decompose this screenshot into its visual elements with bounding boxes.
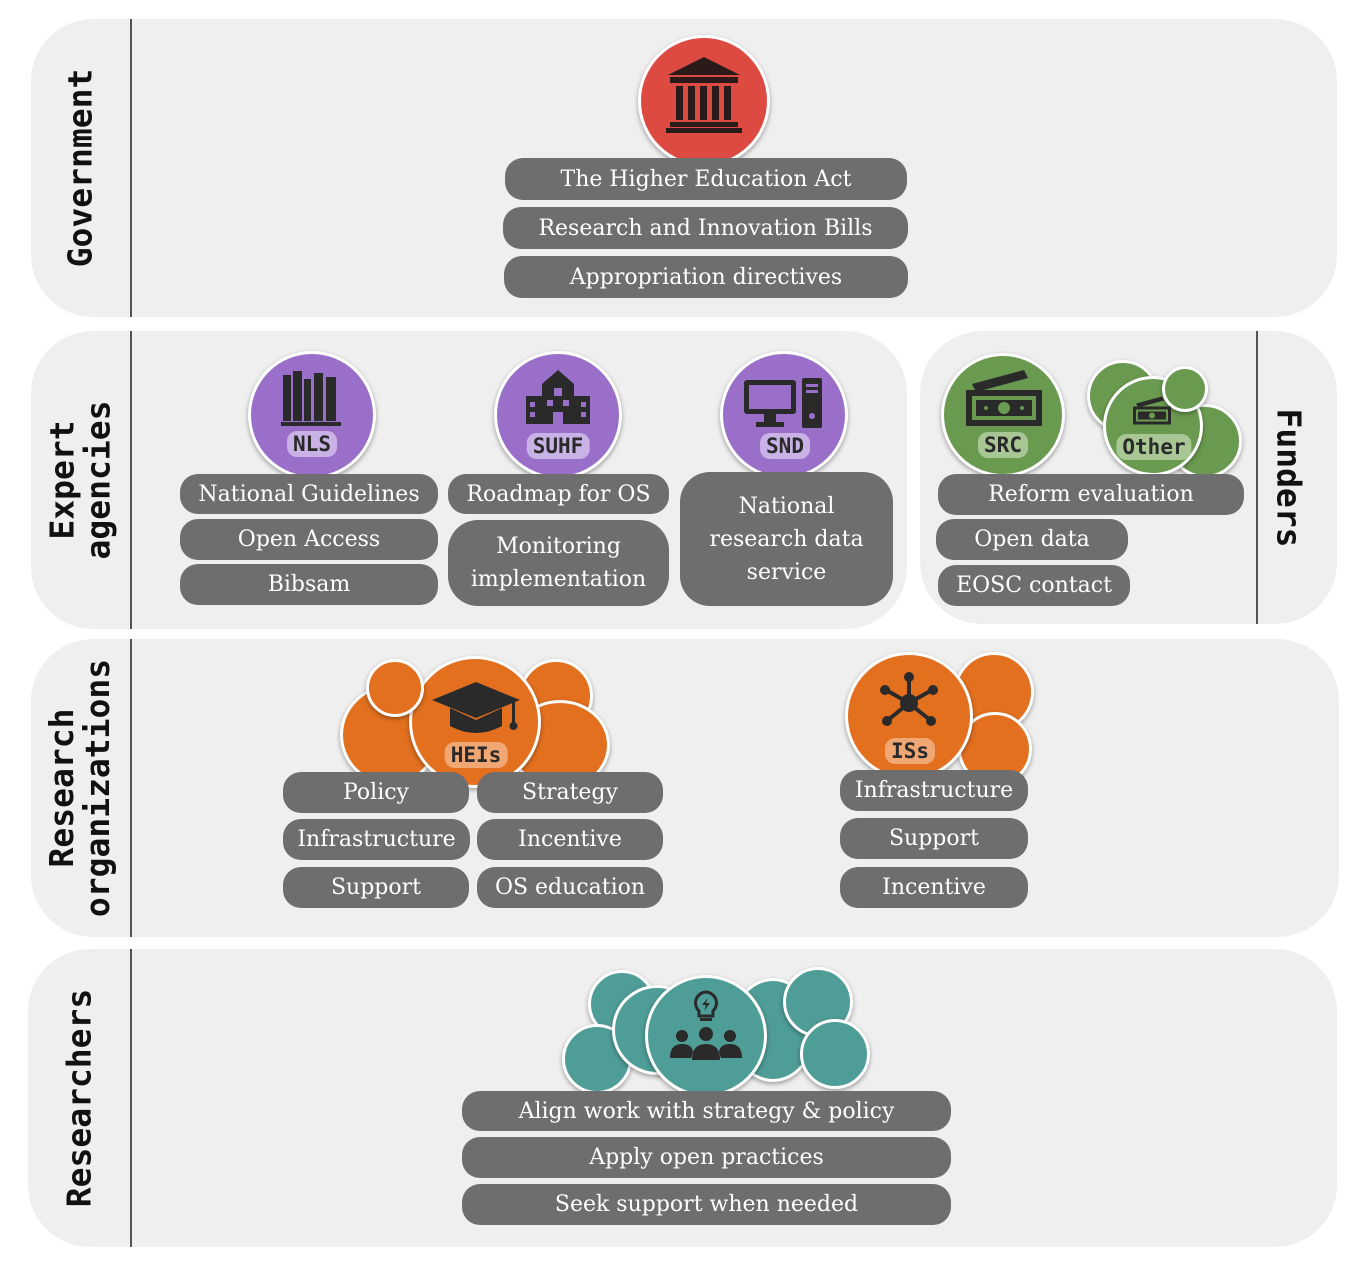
heis-item-incentive: Incentive	[477, 819, 663, 860]
nls-badge: NLS	[287, 431, 337, 457]
funders-item-reform-evaluation: Reform evaluation	[938, 474, 1244, 515]
suhf-item-roadmap-for-os: Roadmap for OS	[448, 474, 669, 514]
network-hub-icon	[880, 672, 938, 726]
suhf-badge: SUHF	[526, 433, 590, 459]
researchers-label: Researchers	[59, 988, 99, 1208]
research-organizations-label: Research organizations	[42, 658, 118, 918]
government-label: Government	[60, 68, 100, 268]
gov-item-higher-education-act: The Higher Education Act	[505, 158, 907, 200]
iss-item-incentive: Incentive	[840, 867, 1028, 908]
heis-item-strategy: Strategy	[477, 772, 663, 813]
nls-circle	[248, 351, 376, 479]
expert-agencies-divider	[130, 331, 132, 629]
computer-icon	[744, 378, 822, 428]
researchers-item-apply-open-practices: Apply open practices	[462, 1137, 951, 1178]
other-money-icon	[1133, 396, 1171, 425]
snd-badge: SND	[760, 433, 810, 459]
iss-item-support: Support	[840, 818, 1028, 859]
iss-badge: ISs	[885, 738, 935, 764]
heis-bubble-small	[366, 659, 424, 717]
research-organizations-divider	[130, 639, 132, 937]
researchers-item-align-work: Align work with strategy & policy	[462, 1091, 951, 1131]
funders-item-eosc-contact: EOSC contact	[938, 565, 1130, 606]
funders-item-open-data: Open data	[936, 519, 1128, 560]
src-badge: SRC	[978, 432, 1028, 458]
funders-label-box: Funders	[1258, 331, 1320, 624]
researchers-item-seek-support: Seek support when needed	[462, 1184, 951, 1225]
funders-divider	[1256, 331, 1258, 624]
graduation-cap-icon	[432, 682, 520, 733]
expert-agencies-label-box: Expert agencies	[31, 331, 130, 629]
bookshelf-icon	[281, 371, 341, 426]
research-organizations-panel	[31, 639, 1339, 937]
researchers-divider	[130, 949, 132, 1247]
iss-item-infrastructure: Infrastructure	[840, 770, 1028, 811]
gov-item-appropriation-directives: Appropriation directives	[504, 256, 908, 298]
heis-item-infrastructure: Infrastructure	[283, 819, 470, 860]
government-label-box: Government	[31, 19, 130, 317]
heis-item-policy: Policy	[283, 772, 469, 813]
funders-label: Funders	[1270, 407, 1310, 548]
heis-badge: HEIs	[444, 742, 508, 768]
expert-agencies-label: Expert agencies	[42, 400, 118, 560]
government-building-icon	[666, 57, 742, 133]
school-icon	[526, 370, 590, 424]
people-idea-icon	[670, 990, 742, 1060]
nls-item-open-access: Open Access	[180, 519, 438, 560]
heis-item-support: Support	[283, 867, 469, 908]
snd-item-national-research-data-service: National research data service	[680, 472, 893, 606]
researchers-label-box: Researchers	[28, 949, 130, 1247]
nls-item-national-guidelines: National Guidelines	[180, 474, 438, 514]
suhf-item-monitoring-implementation: Monitoring implementation	[448, 520, 669, 606]
government-divider	[130, 19, 132, 317]
gov-item-research-innovation-bills: Research and Innovation Bills	[503, 207, 908, 249]
nls-item-bibsam: Bibsam	[180, 564, 438, 605]
other-badge: Other	[1116, 434, 1192, 460]
researchers-bubble-6	[800, 1019, 870, 1089]
heis-item-os-education: OS education	[477, 867, 663, 908]
research-organizations-label-box: Research organizations	[31, 639, 130, 937]
other-bubble-top	[1162, 366, 1208, 412]
src-money-icon	[966, 370, 1042, 426]
